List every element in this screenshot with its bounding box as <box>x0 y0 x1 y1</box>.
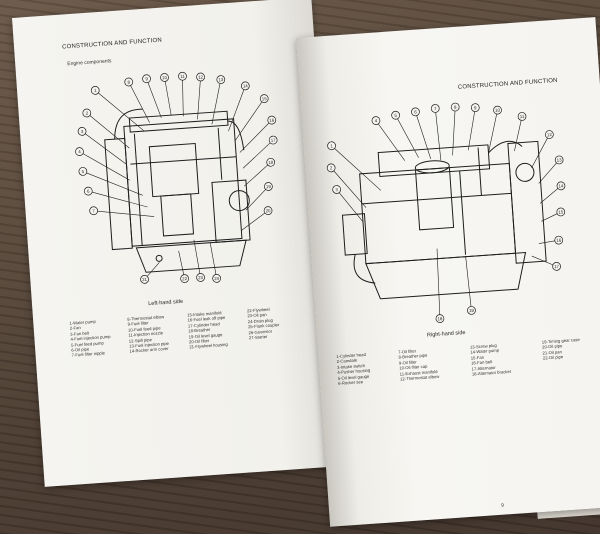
callout-number: 4 <box>78 149 81 154</box>
callout-number: 16 <box>269 118 275 123</box>
right-page-caption: Right-hand side <box>426 329 466 339</box>
right-page: CONSTRUCTION AND FUNCTION <box>296 17 600 527</box>
callout-number: 9 <box>474 105 477 110</box>
callout-number: 10 <box>162 75 168 80</box>
callout-number: 13 <box>557 157 563 162</box>
callout-number: 7 <box>92 208 95 213</box>
left-page-caption: Left-hand side <box>148 298 184 308</box>
callout-number: 14 <box>243 83 249 88</box>
callout-number: 3 <box>335 187 338 192</box>
callout-number: 17 <box>271 137 277 142</box>
callout-number: 19 <box>266 184 272 189</box>
legend-column-3: 15-Intake manifold 16-Fuel leak off pipe… <box>186 310 228 350</box>
callout-number: 20 <box>265 208 271 213</box>
left-page: CONSTRUCTION AND FUNCTION Engine compone… <box>12 0 345 487</box>
callout-number: 7 <box>434 106 437 111</box>
callout-number: 4 <box>375 118 378 123</box>
callout-number: 1 <box>94 88 97 93</box>
callout-number: 1 <box>330 143 333 148</box>
callout-number: 19 <box>469 308 475 313</box>
callout-number: 15 <box>558 209 564 214</box>
legend-column-3: 13-Screw plug 14-Water pump 15-Fan 16-Fa… <box>469 342 512 377</box>
callout-number: 3 <box>81 129 84 134</box>
callout-number: 23 <box>198 275 204 280</box>
legend-column-2: 7-Oil filter 8-Breather pipe 9-Oil fille… <box>397 348 440 382</box>
legend-column-4: 19-Timing gear case 20-Oil pipe 21-Oil p… <box>541 336 580 361</box>
callout-number: 24 <box>214 276 220 281</box>
legend-column-1: 1-Cylinder head 2-Camdale 3-Intake switc… <box>336 351 371 386</box>
callout-number: 2 <box>330 165 333 170</box>
legend-column-1: 1-Water pump 2-Fan 3-Fan belt 4-Fuel inj… <box>69 318 111 359</box>
callout-number: 6 <box>87 189 90 194</box>
left-page-header: CONSTRUCTION AND FUNCTION <box>61 37 163 51</box>
legend-column-4: 22-Flywheel 23-Oil pan 24-Drain plug 25-… <box>246 306 280 341</box>
callout-number: 15 <box>262 96 268 101</box>
callout-number: 18 <box>437 316 443 321</box>
callout-number: 14 <box>558 183 564 188</box>
callout-number: 21 <box>142 277 148 282</box>
page-number: 9 <box>500 502 505 509</box>
callout-number: 18 <box>268 160 274 165</box>
callout-number: 12 <box>547 132 553 137</box>
callout-number: 17 <box>554 264 560 269</box>
callout-number: 12 <box>198 74 204 79</box>
callout-number: 2 <box>85 110 88 115</box>
left-page-legend: 1-Water pump 2-Fan 3-Fan belt 4-Fuel inj… <box>69 304 312 371</box>
callout-number: 10 <box>495 108 501 113</box>
callout-number: 16 <box>556 238 562 243</box>
callout-number: 22 <box>182 276 188 281</box>
callout-number: 11 <box>180 74 185 79</box>
callout-number: 6 <box>414 109 417 114</box>
callout-number: 13 <box>218 77 224 82</box>
right-page-legend: 1-Cylinder head 2-Camdale 3-Intake switc… <box>336 335 600 398</box>
callout-number: 8 <box>127 79 130 84</box>
callout-number: 9 <box>145 76 148 81</box>
callout-number: 5 <box>81 169 84 174</box>
legend-column-2: 8-Thermostat elbow 9-Fuel filter 10-Fuel… <box>127 314 170 355</box>
left-page-subheader: Engine components <box>67 58 112 68</box>
callout-number: 8 <box>454 105 457 110</box>
callout-number: 5 <box>394 113 397 118</box>
right-page-header: CONSTRUCTION AND FUNCTION <box>457 77 558 91</box>
callout-number: 11 <box>520 114 525 119</box>
